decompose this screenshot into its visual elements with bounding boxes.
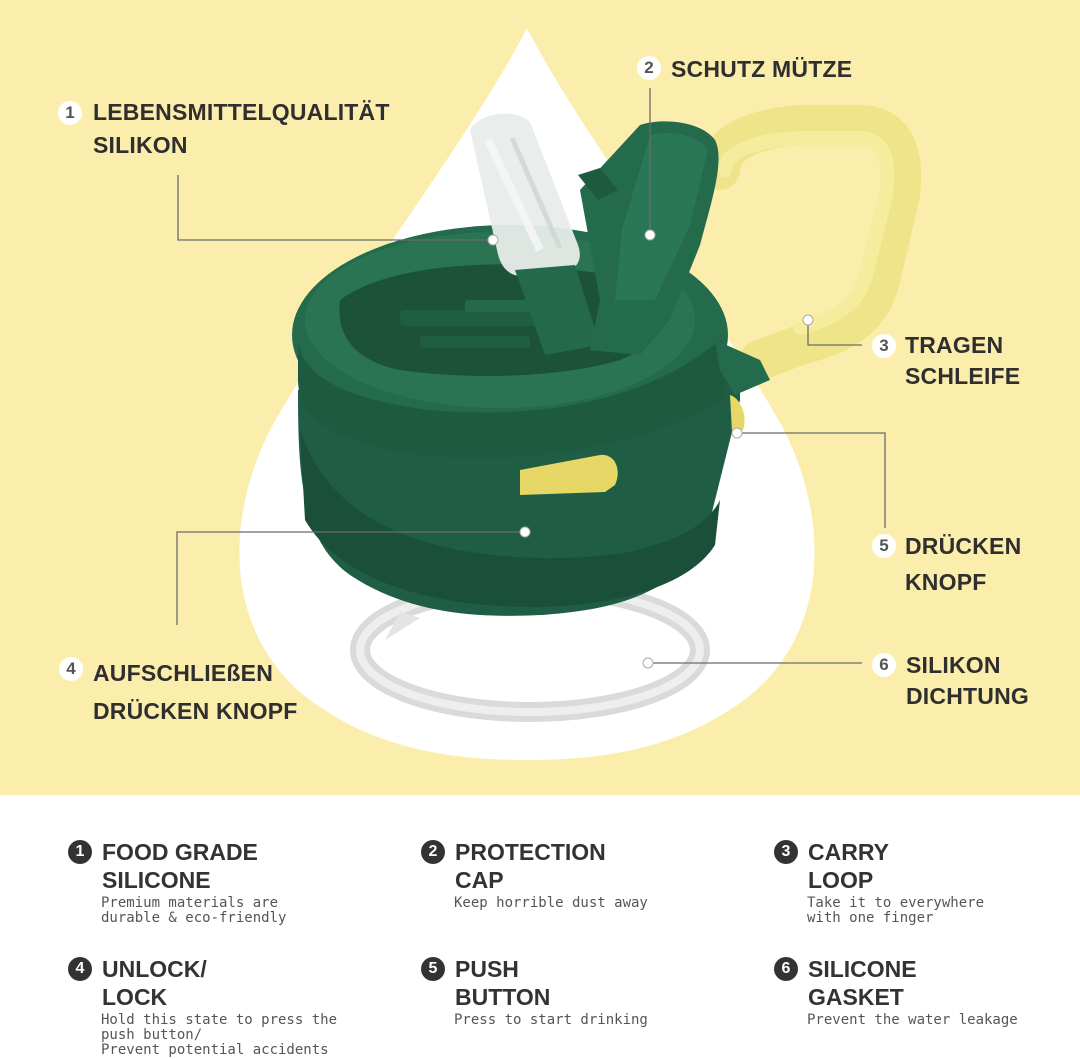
feature-1-desc-line-2: durable & eco-friendly	[101, 910, 287, 926]
feature-1-desc-line-1: Premium materials are	[101, 895, 279, 911]
feature-2-title-line-2: CAP	[455, 867, 504, 893]
feature-4-title-line-1: UNLOCK/	[102, 956, 207, 982]
callout-silicone-gasket: SILIKON DICHTUNG	[906, 650, 1029, 712]
feature-description: Take it to everywhere with one finger	[807, 896, 984, 926]
callout-4-line-1: AUFSCHLIEßEN	[93, 660, 274, 686]
feature-badge-6: 6	[774, 957, 798, 981]
feature-description: Prevent the water leakage	[807, 1013, 1018, 1028]
feature-description: Keep horrible dust away	[454, 896, 648, 911]
feature-3-desc-line-1: Take it to everywhere	[807, 895, 985, 911]
product-diagram-area: 1 LEBENSMITTELQUALITÄT SILIKON 2 SCHUTZ …	[0, 0, 1080, 795]
carry-loop-handle	[700, 105, 922, 380]
feature-4-desc-line-2: push button/	[101, 1027, 203, 1043]
feature-badge-4: 4	[68, 957, 92, 981]
callout-6-line-2: DICHTUNG	[906, 683, 1029, 709]
callout-number-5: 5	[872, 534, 896, 558]
callout-1-line-1: LEBENSMITTELQUALITÄT	[93, 99, 390, 125]
feature-3-desc-line-2: with one finger	[807, 910, 934, 926]
feature-badge-3: 3	[774, 840, 798, 864]
leader-dots	[487, 229, 814, 669]
lid-body	[292, 225, 770, 616]
feature-6-title-line-2: GASKET	[808, 984, 904, 1010]
feature-4-title-line-2: LOCK	[102, 984, 168, 1010]
feature-description: Hold this state to press the push button…	[101, 1013, 337, 1058]
feature-6-desc-line-1: Prevent the water leakage	[807, 1012, 1018, 1028]
feature-3-title-line-2: LOOP	[808, 867, 874, 893]
feature-5-desc-line-1: Press to start drinking	[454, 1012, 648, 1028]
callout-number-4: 4	[59, 657, 83, 681]
feature-5-title-line-1: PUSH	[455, 956, 519, 982]
callout-2-line-1: SCHUTZ MÜTZE	[671, 56, 853, 82]
feature-5-title-line-2: BUTTON	[455, 984, 551, 1010]
feature-title: PROTECTION CAP	[455, 838, 606, 894]
feature-4-desc-line-3: Prevent potential accidents	[101, 1042, 329, 1058]
feature-2-title-line-1: PROTECTION	[455, 839, 606, 865]
callout-3-line-1: TRAGEN	[905, 332, 1004, 358]
feature-2-desc-line-1: Keep horrible dust away	[454, 895, 648, 911]
feature-title: FOOD GRADE SILICONE	[102, 838, 258, 894]
feature-4-desc-line-1: Hold this state to press the	[101, 1012, 338, 1028]
feature-badge-1: 1	[68, 840, 92, 864]
feature-description: Press to start drinking	[454, 1013, 648, 1028]
callout-food-grade-silicone: LEBENSMITTELQUALITÄT SILIKON	[93, 97, 390, 161]
feature-1-title-line-2: SILICONE	[102, 867, 211, 893]
feature-badge-2: 2	[421, 840, 445, 864]
callout-number-3: 3	[872, 334, 896, 358]
feature-3-title-line-1: CARRY	[808, 839, 889, 865]
feature-title: SILICONE GASKET	[808, 955, 917, 1011]
callout-protection-cap: SCHUTZ MÜTZE	[671, 54, 852, 85]
feature-badge-5: 5	[421, 957, 445, 981]
callout-6-line-1: SILIKON	[906, 652, 1001, 678]
feature-title: UNLOCK/ LOCK	[102, 955, 207, 1011]
feature-title: CARRY LOOP	[808, 838, 889, 894]
feature-1-title-line-1: FOOD GRADE	[102, 839, 258, 865]
callout-carry-loop: TRAGEN SCHLEIFE	[905, 330, 1020, 392]
feature-description: Premium materials are durable & eco-frie…	[101, 896, 286, 926]
feature-title: PUSH BUTTON	[455, 955, 550, 1011]
leader-lines	[176, 88, 886, 664]
callout-number-6: 6	[872, 653, 896, 677]
callout-5-line-1: DRÜCKEN	[905, 533, 1022, 559]
callout-push-button: DRÜCKEN KNOPF	[905, 528, 1021, 600]
bottle-lid-illustration	[176, 28, 922, 760]
feature-legend: 1 FOOD GRADE SILICONE Premium materials …	[0, 795, 1080, 1059]
feature-6-title-line-1: SILICONE	[808, 956, 917, 982]
callout-number-1: 1	[58, 101, 82, 125]
callout-3-line-2: SCHLEIFE	[905, 363, 1021, 389]
callout-1-line-2: SILIKON	[93, 132, 188, 158]
callout-4-line-2: DRÜCKEN KNOPF	[93, 698, 298, 724]
callout-number-2: 2	[637, 56, 661, 80]
silicone-straw-mouthpiece	[470, 113, 600, 355]
callout-unlock-push-button: AUFSCHLIEßEN DRÜCKEN KNOPF	[93, 654, 298, 730]
callout-5-line-2: KNOPF	[905, 569, 987, 595]
